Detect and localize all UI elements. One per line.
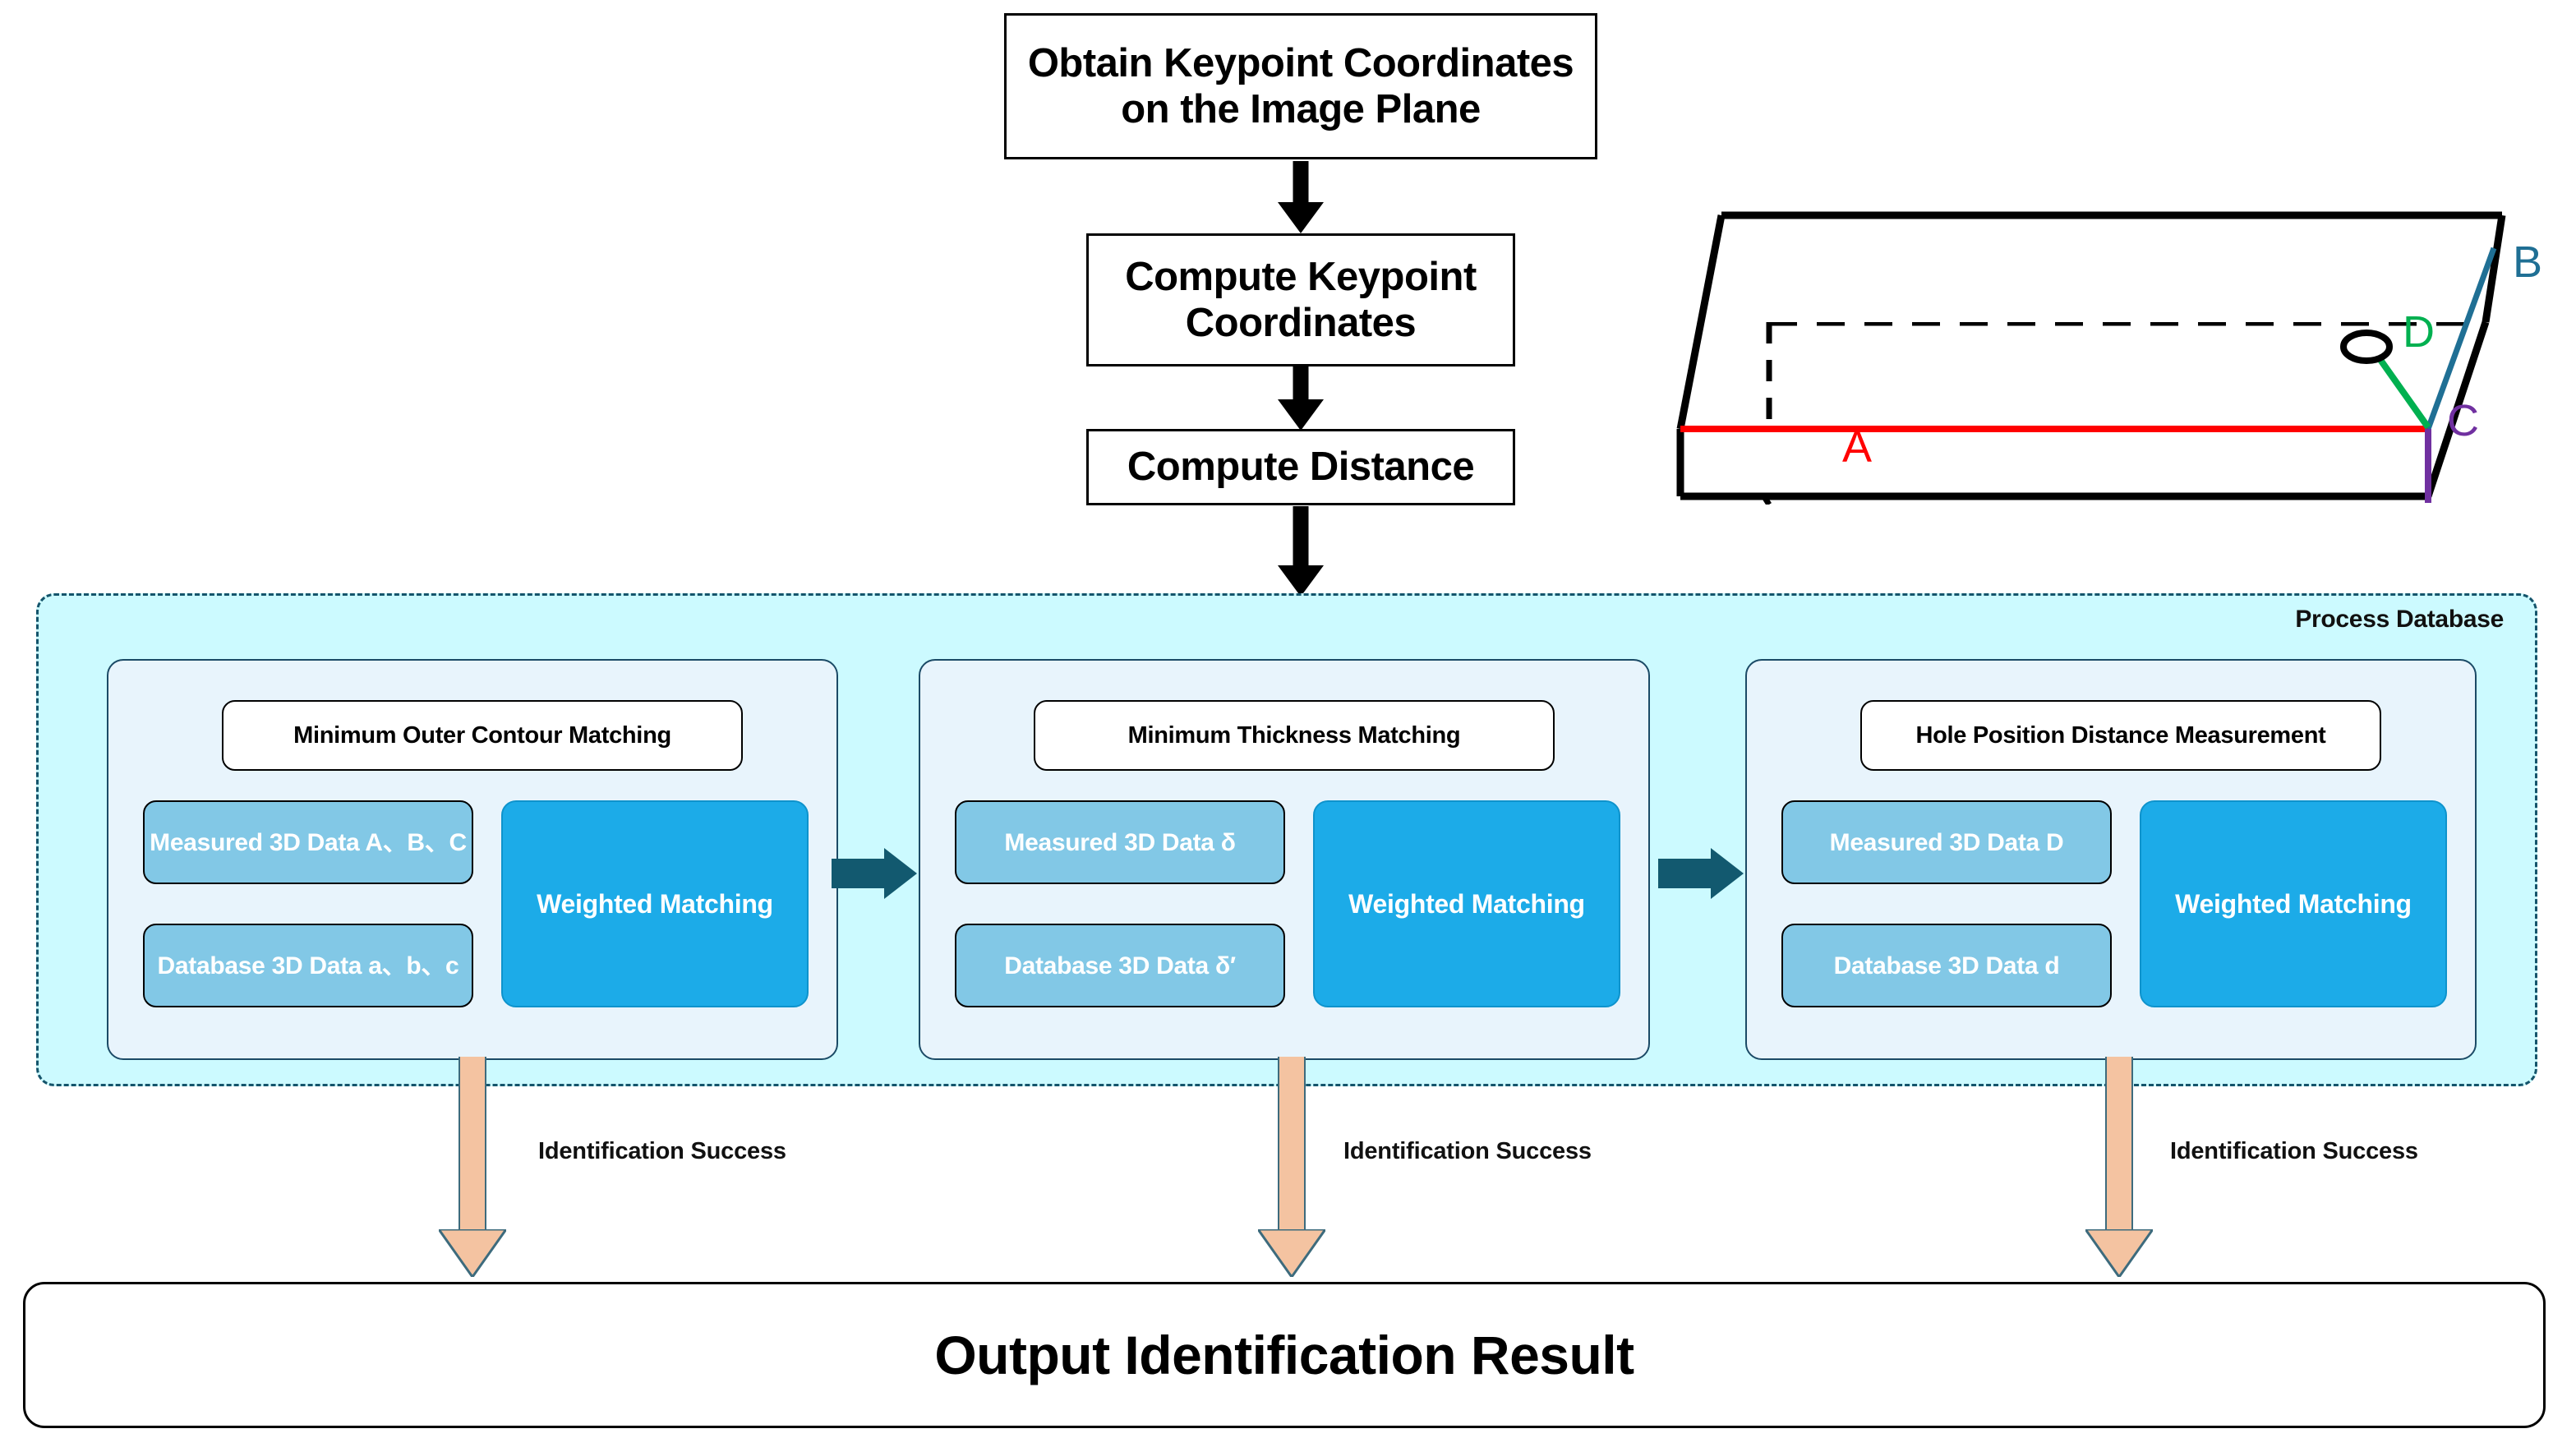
flow-arrow-down-1 <box>1278 161 1324 233</box>
flow-arrow-down-2 <box>1278 366 1324 431</box>
database-data-box-2: Database 3D Data δ′ <box>955 924 1285 1007</box>
flow-step-compute-kp-line2: Coordinates <box>1185 301 1417 345</box>
hole-ellipse <box>2340 330 2393 364</box>
label-c: C <box>2447 396 2479 445</box>
part-3d-svg: A B C D <box>1676 211 2542 506</box>
flow-step-compute-keypoint-coordinates: Compute Keypoint Coordinates <box>1086 233 1515 366</box>
face-top <box>1721 215 2502 322</box>
database-data-box-3: Database 3D Data d <box>1781 924 2112 1007</box>
stage-connector-arrow-2 <box>1658 848 1744 899</box>
edge-right-slant-lower <box>2424 320 2490 498</box>
part-3d-illustration: A B C D <box>1672 191 2576 506</box>
label-b: B <box>2513 237 2542 287</box>
process-database-label: Process Database <box>2295 606 2504 633</box>
identification-success-label-3: Identification Success <box>2170 1138 2418 1164</box>
identification-success-label-1: Identification Success <box>538 1138 786 1164</box>
measured-data-box-2: Measured 3D Data δ <box>955 800 1285 884</box>
weighted-matching-box-2[interactable]: Weighted Matching <box>1313 800 1620 1007</box>
identification-success-arrow-3 <box>2085 1057 2154 1277</box>
arrow-head-outline-3 <box>2085 1229 2153 1277</box>
flow-step-compute-distance-label: Compute Distance <box>1127 445 1475 490</box>
edge-right-back-vertical <box>2482 214 2506 323</box>
measured-data-box-3: Measured 3D Data D <box>1781 800 2112 884</box>
identification-success-arrow-1 <box>438 1057 507 1277</box>
stage-title-3: Hole Position Distance Measurement <box>1860 700 2381 771</box>
flow-step-obtain-keypoint-coordinates: Obtain Keypoint Coordinates on the Image… <box>1004 13 1597 159</box>
flow-step-compute-kp-line1: Compute Keypoint <box>1125 254 1477 299</box>
edge-left-slant-upper <box>1676 214 1726 430</box>
flow-arrow-down-3 <box>1278 506 1324 597</box>
weighted-matching-box-3[interactable]: Weighted Matching <box>2140 800 2447 1007</box>
arrow-head-outline-2 <box>1258 1229 1325 1277</box>
identification-success-arrow-2 <box>1257 1057 1326 1277</box>
stage-panel-minimum-thickness[interactable]: Minimum Thickness Matching Measured 3D D… <box>919 659 1650 1060</box>
label-a: A <box>1842 422 1872 472</box>
arrow-head-outline-1 <box>439 1229 506 1277</box>
weighted-matching-box-1[interactable]: Weighted Matching <box>501 800 809 1007</box>
stage-panel-hole-position-distance[interactable]: Hole Position Distance Measurement Measu… <box>1745 659 2477 1060</box>
measure-line-b <box>2425 247 2497 431</box>
flow-step-obtain-line1: Obtain Keypoint Coordinates <box>1027 40 1574 85</box>
database-data-box-1: Database 3D Data a、b、c <box>143 924 473 1007</box>
output-identification-result-label: Output Identification Result <box>934 1325 1634 1385</box>
stage-panel-minimum-outer-contour[interactable]: Minimum Outer Contour Matching Measured … <box>107 659 838 1060</box>
stage-title-2: Minimum Thickness Matching <box>1034 700 1555 771</box>
label-d: D <box>2403 307 2435 357</box>
stage-title-1: Minimum Outer Contour Matching <box>222 700 743 771</box>
measured-data-box-1: Measured 3D Data A、B、C <box>143 800 473 884</box>
flow-step-compute-distance: Compute Distance <box>1086 429 1515 505</box>
identification-success-label-2: Identification Success <box>1343 1138 1592 1164</box>
flow-step-obtain-line2: on the Image Plane <box>1121 87 1481 131</box>
face-front <box>1680 429 2428 496</box>
measure-line-d <box>2371 349 2431 430</box>
output-identification-result-box: Output Identification Result <box>23 1282 2546 1428</box>
stage-connector-arrow-1 <box>832 848 917 899</box>
